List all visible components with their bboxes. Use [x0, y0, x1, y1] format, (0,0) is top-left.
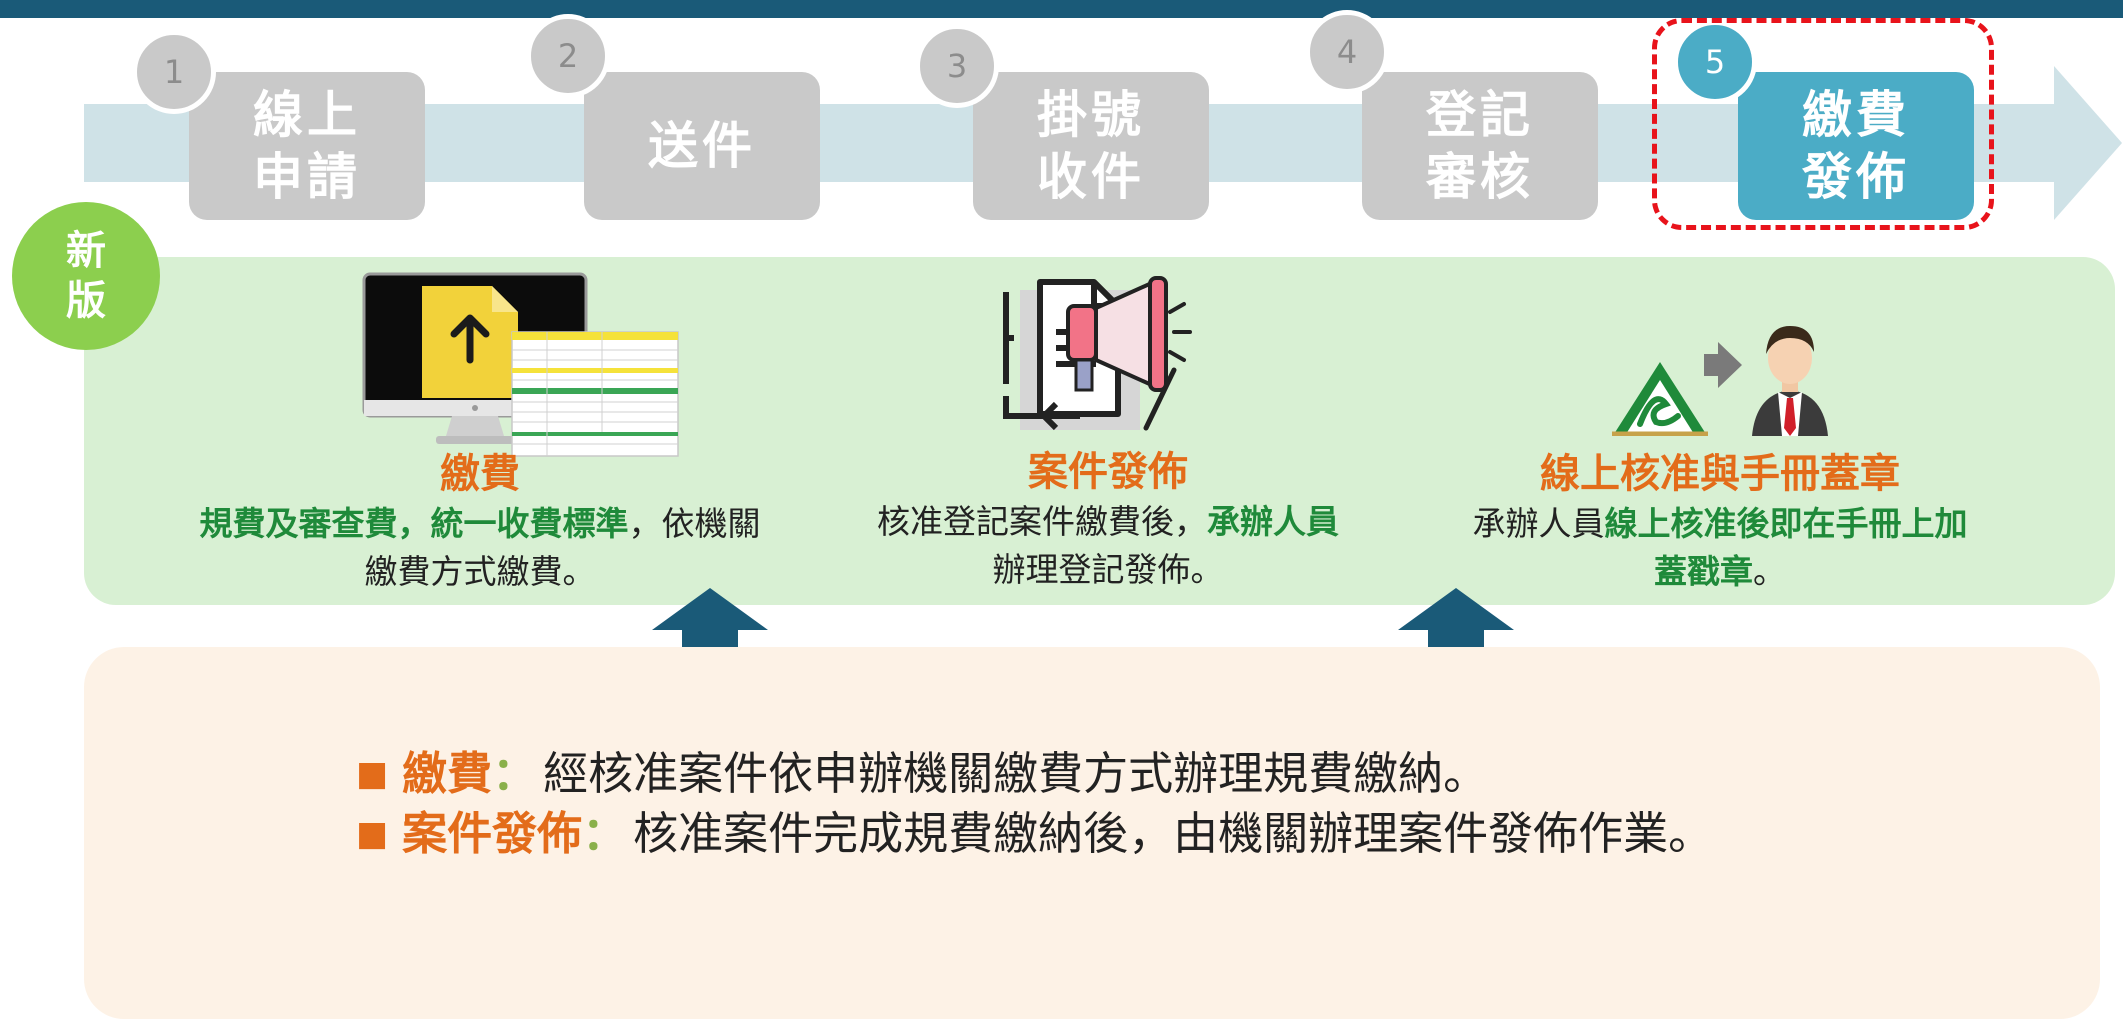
top-bar: [0, 0, 2123, 18]
approve-card-desc-bold: 線上核准後即在手冊上加蓋戳章: [1604, 504, 1968, 591]
step-2-number: 2: [526, 14, 610, 98]
new-version-badge: 新 版: [12, 202, 160, 350]
up-arrow-right: [1398, 588, 1514, 668]
step-5-box: 繳費 發佈: [1738, 72, 1974, 220]
publish-card-desc-pre: 核准登記案件繳費後，: [877, 502, 1207, 541]
bullet-square-icon: ■: [356, 814, 389, 854]
bullet-square-icon: ■: [356, 754, 389, 794]
publish-card-title: 案件發佈: [1028, 449, 1188, 495]
new-version-badge-label: 新 版: [66, 228, 106, 324]
current-step-highlight: [1652, 18, 1994, 230]
payment-card-desc-rest: ，依機關繳費方式繳費。: [364, 504, 761, 591]
note-term: 案件發佈: [402, 807, 583, 860]
note-text: 核准案件完成規費繳納後，由機關辦理案件發佈作業。: [633, 807, 1714, 860]
step-3-label: 掛號 收件: [1037, 86, 1145, 206]
note-text: 經核准案件依申辦機關繳費方式辦理規費繳納。: [543, 747, 1489, 800]
payment-card-desc: 規費及審查費，統一收費標準，依機關繳費方式繳費。: [190, 500, 770, 596]
publish-megaphone-icon: [960, 268, 1220, 438]
step-4-label: 登記 審核: [1426, 86, 1534, 206]
step-1-label: 線上 申請: [253, 86, 361, 206]
approve-card-desc-rest: 。: [1753, 552, 1786, 591]
step-4-box: 登記 審核: [1362, 72, 1598, 220]
note-item-publish: ■ 案件發佈：核准案件完成規費繳納後，由機關辦理案件發佈作業。: [356, 804, 1713, 864]
note-item-payment: ■ 繳費：經核准案件依申辦機關繳費方式辦理規費繳納。: [356, 744, 1488, 804]
step-2-label: 送件: [648, 117, 756, 175]
step-4-number: 4: [1305, 10, 1389, 94]
publish-card-desc-bold: 承辦人員: [1207, 502, 1339, 541]
process-arrowhead: [2054, 66, 2122, 220]
step-5-number: 5: [1673, 20, 1757, 104]
approve-card-desc-pre: 承辦人員: [1472, 504, 1605, 543]
approve-stamp-icon: [1612, 312, 1832, 436]
payment-card-title: 繳費: [440, 451, 520, 497]
note-term: 繳費: [402, 747, 493, 800]
payment-card: 繳費 規費及審查費，統一收費標準，依機關繳費方式繳費。: [190, 448, 770, 596]
note-colon: ：: [582, 807, 628, 860]
payment-monitor-icon: [362, 272, 682, 462]
note-colon: ：: [492, 747, 538, 800]
step-5-label: 繳費 發佈: [1802, 86, 1910, 206]
step-1-box: 線上 申請: [189, 72, 425, 220]
payment-card-desc-bold: 規費及審查費，統一收費標準: [199, 504, 629, 543]
publish-card: 案件發佈 核准登記案件繳費後，承辦人員辦理登記發佈。: [868, 446, 1348, 594]
notes-panel: [84, 647, 2100, 1019]
publish-card-desc: 核准登記案件繳費後，承辦人員辦理登記發佈。: [868, 498, 1348, 594]
step-3-box: 掛號 收件: [973, 72, 1209, 220]
publish-card-desc-rest: 辦理登記發佈。: [992, 550, 1224, 589]
step-2-box: 送件: [584, 72, 820, 220]
up-arrow-left: [652, 588, 768, 668]
step-1-number: 1: [132, 30, 216, 114]
step-3-number: 3: [915, 24, 999, 108]
approve-card-title: 線上核准與手冊蓋章: [1540, 451, 1900, 497]
approve-card-desc: 承辦人員線上核准後即在手冊上加蓋戳章。: [1470, 500, 1970, 596]
approve-card: 線上核准與手冊蓋章 承辦人員線上核准後即在手冊上加蓋戳章。: [1470, 448, 1970, 596]
